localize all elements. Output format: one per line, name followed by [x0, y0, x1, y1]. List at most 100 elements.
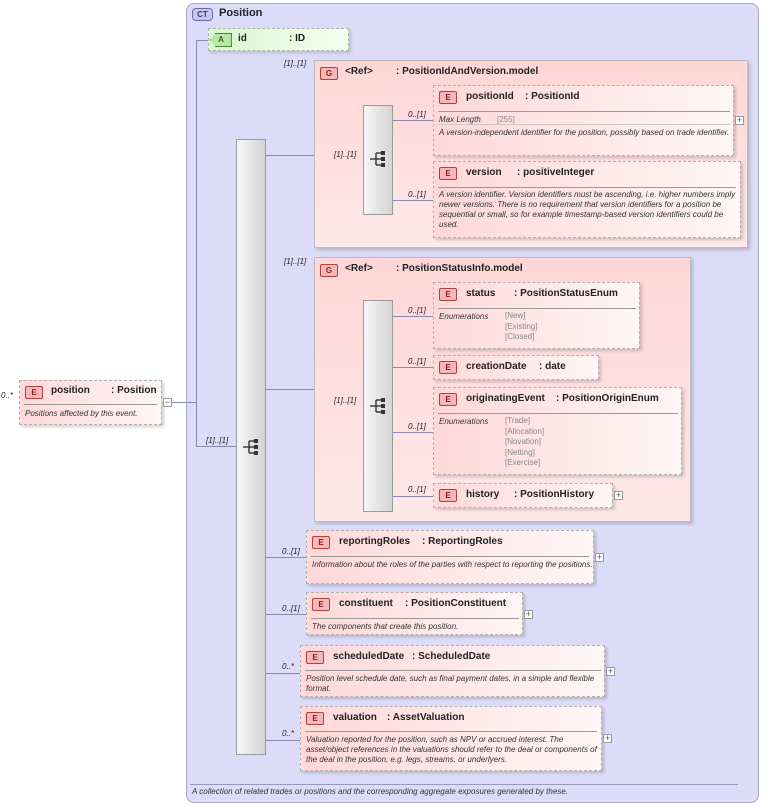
element-name: originatingEvent — [466, 393, 545, 404]
element-position-id[interactable]: E positionId : PositionId Max Length [25… — [433, 85, 734, 156]
element-badge: E — [439, 393, 457, 406]
element-type: : AssetValuation — [387, 712, 465, 723]
element-history[interactable]: E history : PositionHistory — [433, 483, 613, 508]
element-cardinality: 0..[1] — [282, 547, 300, 556]
plus-box-icon[interactable]: + — [606, 666, 615, 676]
element-cardinality: 0..[1] — [408, 306, 426, 315]
group-cardinality: [1]..[1] — [284, 59, 307, 68]
divider — [305, 670, 601, 671]
element-type: : positiveInteger — [517, 167, 595, 178]
plus-box-icon[interactable]: + — [603, 733, 612, 743]
connector — [393, 120, 433, 121]
facet-label: Enumerations — [439, 312, 489, 321]
sequence-cardinality: [1]..[1] — [206, 436, 229, 445]
divider — [438, 124, 730, 125]
attribute-id[interactable]: A id : ID — [208, 28, 349, 51]
element-name: reportingRoles — [339, 536, 411, 547]
divider — [438, 187, 736, 188]
element-type: : ScheduledDate — [412, 651, 491, 662]
element-badge: E — [312, 598, 330, 611]
element-description: Information about the roles of the parti… — [312, 560, 593, 569]
facet-value: [Allocation] — [505, 426, 545, 436]
connector — [172, 402, 197, 403]
connector — [393, 432, 433, 433]
connector — [393, 367, 433, 368]
group-badge: G — [320, 67, 338, 80]
attribute-name: id — [238, 33, 247, 44]
divider — [24, 404, 157, 405]
sequence-compositor-icon — [243, 439, 258, 455]
element-cardinality: 0..[1] — [408, 190, 426, 199]
connector — [266, 614, 306, 615]
plus-box-icon[interactable]: + — [524, 609, 533, 619]
element-type: : PositionHistory — [514, 489, 595, 500]
divider — [311, 556, 589, 557]
facet-value: [Netting] — [505, 447, 535, 457]
element-originating-event[interactable]: E originatingEvent : PositionOriginEnum … — [433, 387, 682, 475]
facet-value: [Existing] — [505, 321, 538, 331]
element-status[interactable]: E status : PositionStatusEnum Enumeratio… — [433, 282, 640, 349]
group-ref-label: <Ref> — [345, 66, 373, 77]
root-element-position[interactable]: E position : Position Positions affected… — [19, 380, 162, 425]
element-name: creationDate — [466, 361, 527, 372]
element-type: : Position — [111, 385, 157, 396]
facet-value: [Trade] — [505, 416, 531, 425]
plus-box-icon[interactable]: + — [614, 490, 623, 500]
facet-label: Max Length — [439, 115, 481, 124]
element-badge: E — [312, 536, 330, 549]
group-badge: G — [320, 264, 338, 277]
element-badge: E — [439, 288, 457, 301]
element-cardinality: 0..[1] — [282, 604, 300, 613]
element-name: scheduledDate — [333, 651, 405, 662]
connector — [393, 496, 433, 497]
element-type: : ReportingRoles — [422, 536, 503, 547]
facet-value: [Closed] — [505, 332, 535, 341]
seq-cardinality: [1]..[1] — [334, 150, 357, 159]
group-sequence-bar — [363, 300, 393, 512]
element-cardinality: 0..* — [282, 729, 295, 738]
connector — [196, 446, 236, 447]
complex-type-description: A collection of related trades or positi… — [192, 787, 568, 796]
element-creation-date[interactable]: E creationDate : date — [433, 355, 599, 380]
group-cardinality: [1]..[1] — [284, 257, 307, 266]
connector — [266, 557, 306, 558]
attribute-badge: A — [210, 33, 232, 47]
plus-box-icon[interactable]: + — [735, 115, 744, 125]
element-cardinality: 0..* — [282, 662, 295, 671]
element-description: Valuation reported for the position, suc… — [306, 735, 597, 764]
element-version[interactable]: E version : positiveInteger A version id… — [433, 161, 741, 238]
element-description: A version identifier. Version identifier… — [439, 190, 736, 229]
element-type: : PositionOriginEnum — [556, 393, 659, 404]
element-cardinality: 0..[1] — [408, 110, 426, 119]
element-type: : date — [539, 361, 566, 372]
element-cardinality: 0..[1] — [408, 485, 426, 494]
element-valuation[interactable]: E valuation : AssetValuation Valuation r… — [300, 706, 602, 771]
element-reporting-roles[interactable]: E reportingRoles : ReportingRoles Inform… — [306, 530, 594, 584]
element-type: : PositionStatusEnum — [514, 288, 618, 299]
connector — [196, 40, 208, 41]
element-badge: E — [306, 651, 324, 664]
element-badge: E — [439, 489, 457, 502]
group-sequence-bar — [363, 105, 393, 215]
element-type: : PositionId — [525, 91, 580, 102]
facet-value: [New] — [505, 311, 526, 320]
element-description: Position level schedule date, such as fi… — [306, 674, 595, 693]
element-constituent[interactable]: E constituent : PositionConstituent The … — [306, 592, 523, 635]
element-name: version — [466, 167, 502, 178]
attribute-type: : ID — [289, 33, 306, 44]
divider — [311, 618, 519, 619]
seq-cardinality: [1]..[1] — [334, 396, 357, 405]
element-cardinality: 0..[1] — [408, 357, 426, 366]
element-type: : PositionConstituent — [405, 598, 507, 609]
element-name: position — [51, 385, 90, 396]
facet-value: [Novation] — [505, 437, 542, 446]
root-cardinality: 0..* — [1, 391, 14, 400]
minus-box-icon[interactable]: − — [163, 397, 172, 407]
element-description: A version-independent identifier for the… — [439, 128, 730, 137]
connector — [266, 673, 300, 674]
plus-box-icon[interactable]: + — [595, 552, 604, 562]
connector — [393, 200, 433, 201]
facet-label: Enumerations — [439, 417, 489, 426]
element-scheduled-date[interactable]: E scheduledDate : ScheduledDate Position… — [300, 645, 605, 697]
element-badge: E — [306, 712, 324, 725]
